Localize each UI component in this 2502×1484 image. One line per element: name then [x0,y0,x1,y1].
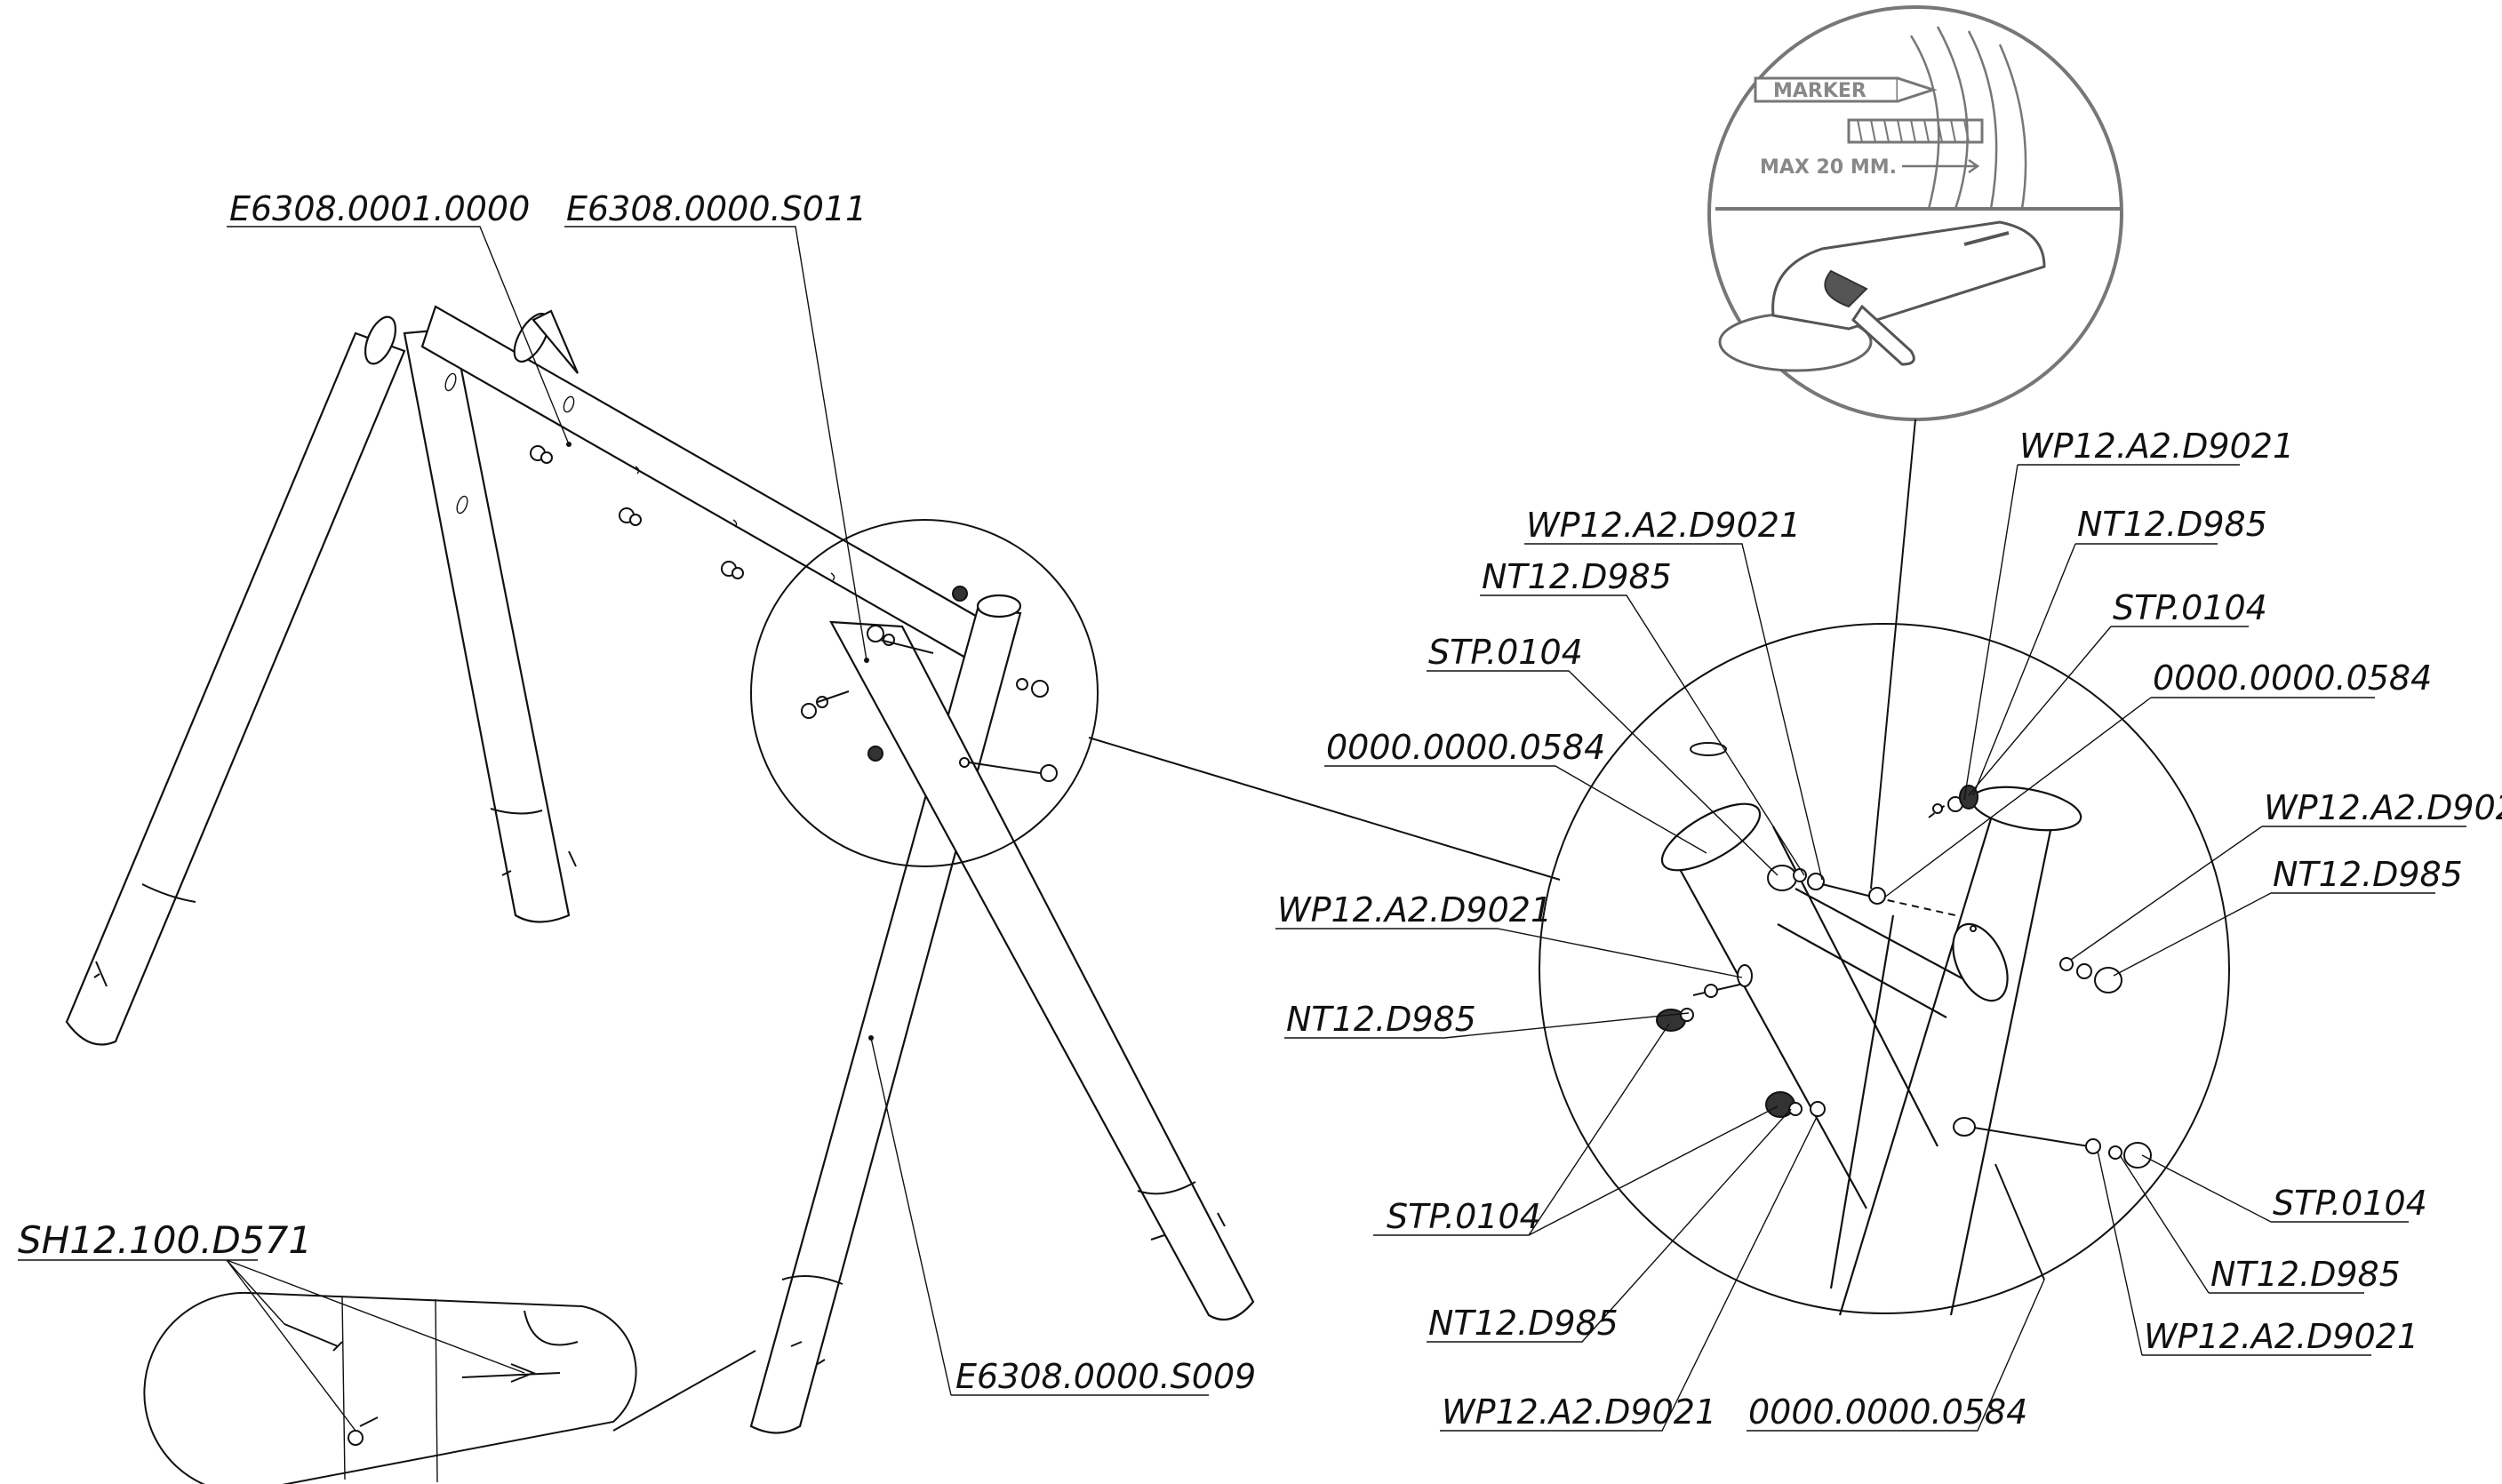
label-bolt-top: E6308.0000.S011 [566,189,867,228]
label-washer-5: WP12.A2.D9021 [2264,788,2502,827]
hardware-lower-right [1953,1117,2152,1169]
circle-hardware [801,586,1058,782]
joint-detail [1539,623,2230,1316]
label-washer-4: WP12.A2.D9021 [1442,1392,1716,1432]
label-nut-3: NT12.D985 [1286,1000,1476,1039]
label-nut-5: NT12.D985 [2273,855,2463,894]
hardware-upper [1767,785,1978,932]
label-frame-beam: E6308.0001.0000 [229,189,530,228]
label-bolt-2: 0000.0000.0584 [1326,728,1605,767]
right-leaders [1275,464,2466,1432]
left-inner-leg [403,327,571,923]
angle-grinder-icon [1718,220,2046,372]
label-cap-1: STP.0104 [2113,588,2267,627]
label-cap-2: STP.0104 [1428,633,1583,672]
label-cap-3: STP.0104 [1387,1197,1541,1236]
left-outer-leg [65,331,406,1046]
right-front-leg [749,607,1022,1434]
label-washer-6: WP12.A2.D9021 [2144,1317,2418,1356]
marker-text: MARKER [1773,80,1867,102]
hardware-left [1656,964,1753,1032]
right-back-leg [829,620,1255,1321]
label-nut-1: NT12.D985 [2077,505,2267,544]
label-washer-2: WP12.A2.D9021 [1526,506,1801,545]
label-leg: E6308.0000.S009 [955,1357,1256,1396]
big-detail-circle [1539,623,2230,1314]
label-cap-5: STP.0104 [2273,1184,2427,1223]
label-nut-2: NT12.D985 [1482,557,1672,596]
label-shackle: SH12.100.D571 [18,1218,312,1262]
label-washer-1: WP12.A2.D9021 [2019,427,2294,466]
max-text: MAX 20 MM. [1760,156,1897,179]
beam-hardware [530,445,835,581]
hardware-right [2059,957,2122,993]
shackle-detail [18,1259,756,1484]
label-bolt-3: 0000.0000.0584 [1748,1392,2027,1432]
a-frame-left [65,226,1561,1434]
hardware-center [1765,1091,1826,1118]
label-nut-4: NT12.D985 [1428,1304,1619,1343]
tool-detail-inset: MARKER MAX 20 MM. [1707,5,2123,890]
label-nut-6: NT12.D985 [2210,1255,2401,1294]
label-bolt-1: 0000.0000.0584 [2153,658,2432,698]
label-washer-3: WP12.A2.D9021 [1277,890,1552,929]
magnifier-circle-left [750,519,1099,867]
